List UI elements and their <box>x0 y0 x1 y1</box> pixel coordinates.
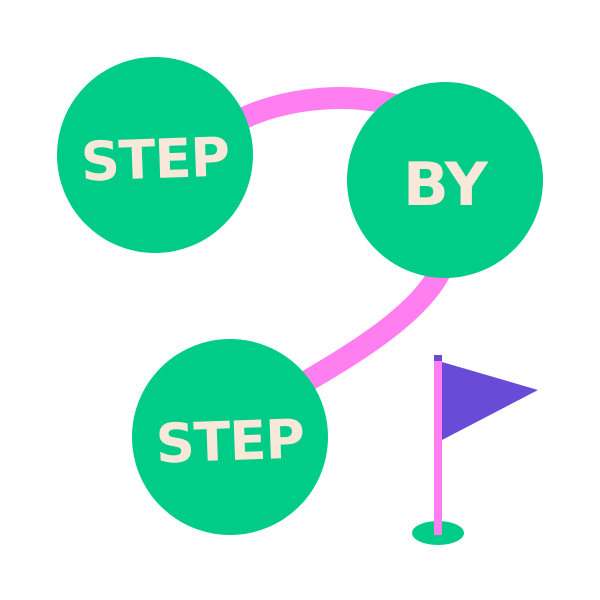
connector-path-2 <box>289 261 451 396</box>
step-circle-1: STEP <box>57 57 253 253</box>
step-circle-2: BY <box>347 82 543 278</box>
step-circle-1-label: STEP <box>80 125 230 193</box>
flag-icon <box>412 355 538 545</box>
step-circle-2-label: BY <box>403 150 489 220</box>
step-circle-3: STEP <box>132 339 328 535</box>
step-circle-3-label: STEP <box>155 407 305 475</box>
